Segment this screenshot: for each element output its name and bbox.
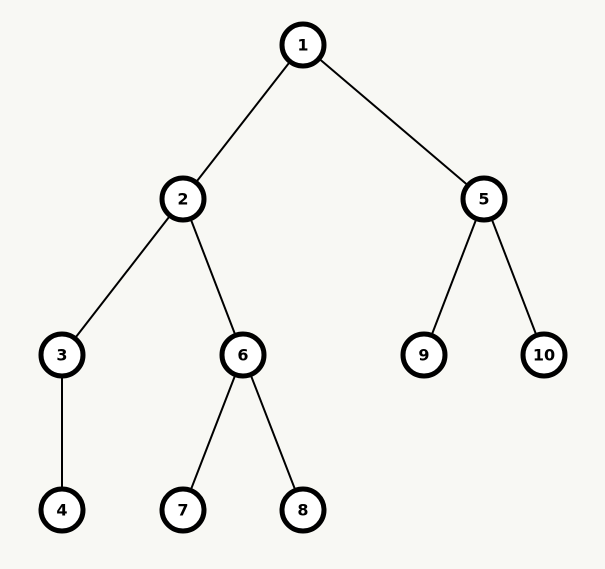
edges-layer (61, 44, 545, 511)
node-label: 9 (418, 346, 429, 365)
tree-node-6: 6 (219, 331, 267, 379)
edge-6-8 (242, 354, 304, 511)
tree-node-7: 7 (159, 486, 207, 534)
node-circle (38, 331, 86, 379)
node-circle (159, 486, 207, 534)
node-circle (279, 21, 327, 69)
edge-1-5 (302, 44, 485, 200)
tree-node-8: 8 (279, 486, 327, 534)
node-circle (38, 486, 86, 534)
node-label: 8 (297, 501, 308, 520)
edge-6-7 (182, 354, 244, 511)
node-circle (460, 175, 508, 223)
tree-node-2: 2 (159, 175, 207, 223)
node-circle (520, 331, 568, 379)
node-label: 7 (177, 501, 188, 520)
node-circle (279, 486, 327, 534)
tree-node-10: 10 (520, 331, 568, 379)
edge-2-3 (61, 198, 184, 356)
node-label: 6 (237, 346, 248, 365)
node-label: 2 (177, 190, 188, 209)
tree-node-3: 3 (38, 331, 86, 379)
node-label: 3 (56, 346, 67, 365)
tree-node-9: 9 (400, 331, 448, 379)
node-label: 4 (56, 501, 67, 520)
node-label: 5 (478, 190, 489, 209)
tree-node-5: 5 (460, 175, 508, 223)
edge-5-9 (423, 198, 485, 356)
node-circle (400, 331, 448, 379)
edge-2-6 (182, 198, 244, 356)
edge-5-10 (483, 198, 545, 356)
tree-node-1: 1 (279, 21, 327, 69)
edge-1-2 (182, 44, 304, 200)
tree-node-4: 4 (38, 486, 86, 534)
node-circle (219, 331, 267, 379)
node-circle (159, 175, 207, 223)
node-label: 1 (297, 36, 308, 55)
node-label: 10 (533, 346, 555, 365)
nodes-layer: 1 2 5 3 6 9 10 4 7 8 (38, 21, 568, 534)
